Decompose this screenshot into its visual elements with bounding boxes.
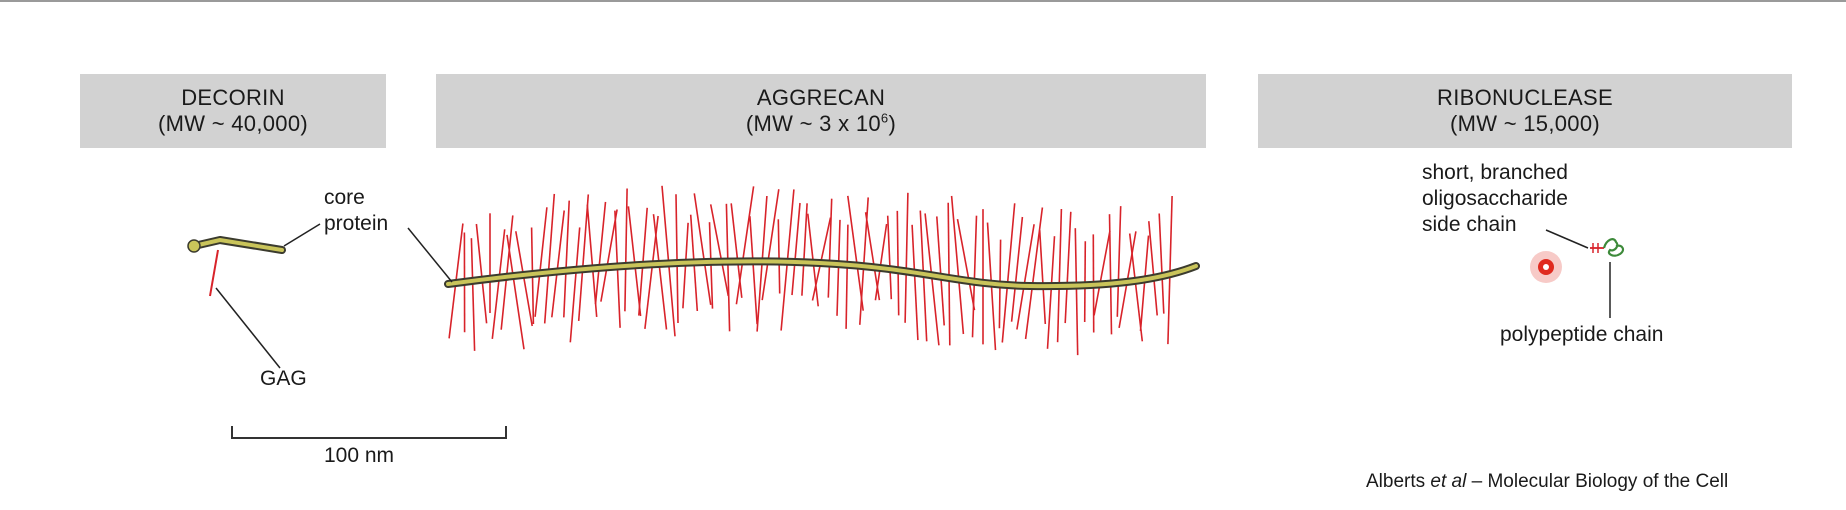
core-protein-label: core protein xyxy=(324,185,388,237)
ribonuclease-header: RIBONUCLEASE (MW ~ 15,000) xyxy=(1258,74,1792,148)
aggrecan-gag-chain xyxy=(1128,233,1144,342)
aggrecan-gag-chain xyxy=(950,195,965,335)
aggrecan-gag-chain xyxy=(709,204,730,297)
aggrecan-gag-chain xyxy=(675,194,679,324)
decorin-header: DECORIN (MW ~ 40,000) xyxy=(80,74,386,148)
decorin-core-protein-end xyxy=(187,239,201,253)
gag-leader xyxy=(215,287,281,369)
decorin-gag-chain xyxy=(209,249,219,297)
aggrecan-gag-chain xyxy=(886,215,893,300)
aggrecan-mw: (MW ~ 3 x 106) xyxy=(746,111,896,137)
decorin-title: DECORIN xyxy=(181,85,285,110)
side-chain-label-line-3: side chain xyxy=(1422,213,1517,236)
citation-rest: – Molecular Biology of the Cell xyxy=(1466,471,1729,492)
aggrecan-gag-chain xyxy=(543,193,556,324)
side-chain-label-line-1: short, branched xyxy=(1422,161,1568,184)
aggrecan-gag-chain xyxy=(1024,207,1044,340)
aggrecan-gag-chain xyxy=(801,203,808,296)
aggrecan-gag-chain xyxy=(1116,206,1122,317)
polypeptide-chain-label: polypeptide chain xyxy=(1500,323,1664,346)
aggrecan-gag-chain xyxy=(1108,214,1113,335)
aggrecan-gag-chain xyxy=(577,194,590,321)
aggrecan-gag-chain xyxy=(1016,224,1035,330)
aggrecan-gag-chain xyxy=(811,217,832,301)
aggrecan-gag-chain xyxy=(845,224,849,329)
aggrecan-gag-chain xyxy=(600,209,618,302)
aggrecan-header: AGGRECAN (MW ~ 3 x 106) xyxy=(436,74,1206,148)
aggrecan-mw-exponent: 6 xyxy=(880,110,889,126)
core-protein-leader-decorin xyxy=(283,223,321,247)
aggrecan-gag-chain xyxy=(896,210,900,316)
core-protein-label-line-1: core xyxy=(324,186,365,209)
scale-bar xyxy=(231,426,507,439)
ribonuclease-polypeptide-chain xyxy=(1602,238,1625,257)
core-protein-label-line-2: protein xyxy=(324,212,389,235)
aggrecan-gag-chain xyxy=(749,216,758,325)
aggrecan-gag-chain xyxy=(911,224,919,341)
aggrecan-gag-chain xyxy=(506,234,525,350)
aggrecan-gag-chain xyxy=(936,216,945,326)
aggrecan-gag-chain xyxy=(475,223,488,324)
aggrecan-gag-chain xyxy=(586,204,598,317)
citation-author: Alberts xyxy=(1366,471,1431,492)
ribonuclease-oligosaccharide xyxy=(1590,243,1604,253)
aggrecan-gag-chain xyxy=(551,210,565,318)
decorin-mw: (MW ~ 40,000) xyxy=(157,111,308,136)
side-chain-label-line-2: oligosaccharide xyxy=(1422,187,1568,210)
aggrecan-gag-chain xyxy=(534,207,548,317)
aggrecan-gag-chain xyxy=(1010,216,1024,322)
citation: Alberts et al – Molecular Biology of the… xyxy=(1366,470,1728,494)
aggrecan-gag-chain xyxy=(1074,228,1079,356)
aggrecan-gag-chain xyxy=(500,215,514,330)
aggrecan-gag-chain xyxy=(627,206,642,317)
aggrecan-gag-chain xyxy=(1158,213,1165,314)
aggrecan-gag-chain xyxy=(569,227,581,343)
aggrecan-gag-chain xyxy=(1064,211,1072,324)
ribonuclease-mw: (MW ~ 15,000) xyxy=(1449,111,1600,136)
aggrecan-gag-chain xyxy=(725,203,731,332)
aggrecan-gag-chain xyxy=(470,238,476,351)
aggrecan-gag-chain xyxy=(791,202,801,296)
aggrecan-gag-chain xyxy=(1056,208,1063,343)
aggrecan-gag-chain xyxy=(693,193,712,306)
aggrecan-gag-chain xyxy=(1001,203,1016,343)
ribonuclease-title: RIBONUCLEASE xyxy=(1437,85,1613,110)
aggrecan-gag-chain xyxy=(847,195,864,311)
aggrecan-gag-chain xyxy=(777,219,781,294)
aggrecan-gag-chain xyxy=(563,200,570,318)
citation-etal: et al xyxy=(1430,471,1467,492)
aggrecan-gag-chain xyxy=(1038,230,1047,325)
aggrecan-mw-suffix: ) xyxy=(888,111,897,136)
side-chain-label: short, branched oligosaccharide side cha… xyxy=(1422,160,1568,238)
aggrecan-gag-chain xyxy=(491,229,506,339)
aggrecan-gag-chain xyxy=(594,201,607,305)
aggrecan-gag-chain xyxy=(874,223,888,301)
aggrecan-title: AGGRECAN xyxy=(756,85,886,110)
aggrecan-gag-chain xyxy=(1148,221,1158,316)
aggrecan-gag-chain xyxy=(735,186,755,305)
aggrecan-gag-chain xyxy=(761,189,780,301)
cursor-highlight-center xyxy=(1543,264,1549,270)
aggrecan-gag-chain xyxy=(624,188,628,312)
aggrecan-gag-chain xyxy=(1046,236,1056,349)
aggrecan-mw-prefix: (MW ~ 3 x 10 xyxy=(745,111,881,136)
core-protein-leader-aggrecan xyxy=(407,227,453,283)
side-chain-leader xyxy=(1545,229,1589,249)
gag-label: GAG xyxy=(260,367,307,390)
aggrecan-core-protein-fill xyxy=(446,259,1198,289)
aggrecan-gag-chain xyxy=(904,192,909,323)
scale-bar-label: 100 nm xyxy=(324,444,395,467)
top-border xyxy=(0,0,1846,2)
aggrecan-gag-chain xyxy=(652,214,668,330)
aggrecan-gag-chain xyxy=(971,215,978,338)
aggrecan-gag-chain xyxy=(956,218,976,311)
aggrecan-gag-chain xyxy=(1093,230,1111,316)
decorin-core-protein-fill xyxy=(192,238,284,252)
aggrecan-gag-chain xyxy=(827,198,833,298)
